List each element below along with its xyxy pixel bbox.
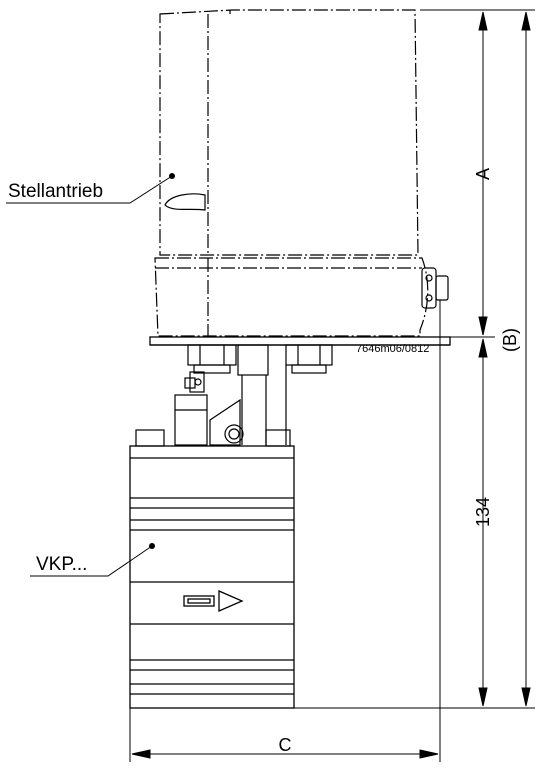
- dimension-a-label: A: [473, 168, 493, 180]
- actuator-outline: [154, 9, 429, 337]
- dimension-c-label: C: [279, 735, 292, 755]
- extension-lines: [129, 9, 535, 762]
- drawing-code: 7646m06/0812: [356, 343, 429, 355]
- valve-leader: [30, 545, 153, 577]
- valve-body: [129, 445, 295, 709]
- dimension-b-line: [521, 11, 531, 707]
- actuator-notch: [164, 193, 206, 211]
- actuator-label: Stellantrieb: [8, 181, 103, 202]
- dimension-134-label: 134: [473, 497, 493, 527]
- valve-linkage: [135, 344, 291, 447]
- dimension-c-line: [131, 749, 439, 759]
- dimension-b-label: (B): [500, 328, 520, 352]
- dimension-134-line: [478, 338, 488, 707]
- flow-direction-icon: [183, 590, 244, 612]
- actuator-leader: [6, 175, 173, 204]
- mounting-nuts: [187, 344, 333, 374]
- dimension-a-line: [478, 11, 488, 336]
- valve-label: VKP...: [36, 554, 87, 575]
- actuator-side-knob: [421, 267, 449, 309]
